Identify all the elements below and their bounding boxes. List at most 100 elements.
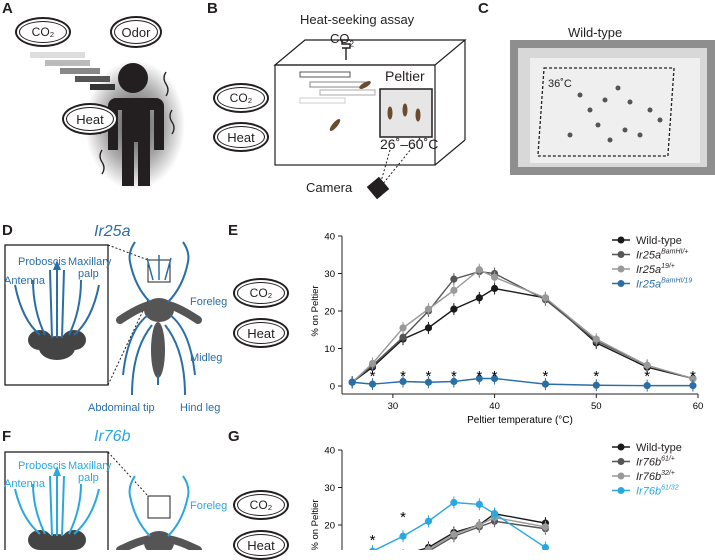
- y-tick-label: 10: [324, 344, 335, 355]
- y-axis-label: % on Peltier: [310, 285, 321, 336]
- plume-bar: [75, 76, 110, 82]
- assay-box-figure: [273, 39, 467, 200]
- significance-star: *: [370, 532, 376, 549]
- co2-inlet-label: CO2: [330, 31, 354, 49]
- plume-bar: [30, 52, 85, 58]
- legend-entry-3: Ir25aBamHI/19: [636, 278, 692, 291]
- plume-bar: [90, 84, 115, 90]
- x-tick-label: 30: [388, 401, 399, 412]
- heat-cue-pill: Heat: [213, 122, 269, 152]
- legend-superscript: BamHI/19: [661, 278, 692, 285]
- y-tick-label: 20: [324, 307, 335, 318]
- significance-star: *: [400, 368, 406, 385]
- plume-bar: [60, 68, 100, 74]
- y-tick-label: 30: [324, 269, 335, 280]
- significance-star: *: [400, 509, 406, 526]
- legend-swatch-dot: [617, 443, 625, 451]
- co2-cue-pill: CO₂: [213, 83, 269, 113]
- data-point: [490, 510, 499, 518]
- data-point: [424, 517, 433, 525]
- legend-entry-2: Ir25a19/+: [636, 263, 675, 276]
- data-point: [399, 324, 407, 332]
- legend-swatch-dot: [617, 458, 625, 465]
- hind-leg-label: Hind leg: [180, 402, 221, 414]
- panel-label-b: B: [207, 0, 218, 17]
- wild-type-title: Wild-type: [568, 25, 623, 40]
- antenna-label: Antenna: [4, 478, 45, 490]
- legend-entry-1: Ir25aBamHI/+: [636, 249, 689, 262]
- data-point: [592, 335, 600, 343]
- proboscis-label: Proboscis: [18, 460, 67, 472]
- legend-superscript: 61/32: [661, 485, 679, 492]
- legend-superscript: 61/+: [661, 456, 675, 463]
- ir76b-anatomy-figure: [4, 451, 202, 550]
- data-point: [541, 543, 550, 550]
- data-point: [475, 266, 483, 274]
- data-point: [399, 377, 407, 386]
- data-point: [399, 333, 407, 341]
- legend-swatch-dot: [617, 265, 625, 273]
- data-point: [475, 294, 483, 302]
- heat-cue-pill: Heat: [233, 530, 289, 560]
- legend-superscript: 32/+: [661, 470, 675, 477]
- camera-label: Camera: [306, 180, 353, 195]
- data-point: [348, 378, 356, 386]
- panel-a-figure: [30, 52, 185, 190]
- significance-star: *: [690, 368, 696, 385]
- y-tick-label: 0: [330, 382, 335, 393]
- data-point: [450, 275, 458, 283]
- panel-label-d: D: [2, 222, 13, 239]
- wild-type-photo: [510, 40, 715, 175]
- co2-cue-pill: CO₂: [233, 490, 289, 520]
- data-point: [424, 305, 433, 313]
- legend-swatch-dot: [617, 280, 625, 287]
- significance-star: *: [426, 368, 432, 385]
- data-point: [368, 380, 377, 388]
- peltier-label: Peltier: [385, 68, 425, 84]
- significance-star: *: [543, 368, 549, 385]
- data-point: [475, 521, 483, 529]
- legend-swatch-dot: [617, 236, 625, 244]
- legend-entry-0: Wild-type: [636, 235, 682, 247]
- legend-superscript: BamHI/+: [661, 249, 688, 256]
- data-point: [475, 500, 483, 508]
- data-point: [490, 273, 499, 281]
- y-axis-label: % on Peltier: [310, 499, 321, 550]
- temperature-range-label: 26˚–60˚C: [380, 136, 439, 152]
- data-point: [369, 547, 376, 550]
- series-line-1: [429, 520, 546, 550]
- person-body: [108, 98, 164, 186]
- data-point: [450, 530, 458, 538]
- data-point: [592, 381, 600, 389]
- y-tick-label: 30: [324, 483, 335, 494]
- significance-star: *: [370, 368, 376, 385]
- foreleg-label: Foreleg: [190, 500, 228, 512]
- data-point: [541, 294, 550, 302]
- legend-entry-3: Ir76b61/32: [636, 485, 679, 498]
- data-point: [399, 532, 407, 540]
- significance-star: *: [476, 368, 482, 385]
- plume-bar: [45, 60, 90, 66]
- data-point: [689, 382, 697, 390]
- palp-label: palp: [78, 268, 99, 280]
- panel-label-f: F: [2, 428, 12, 445]
- maxillary-label: Maxillary: [68, 256, 112, 268]
- data-point: [475, 374, 483, 383]
- data-point: [643, 361, 651, 369]
- data-point: [424, 324, 433, 332]
- person-head: [118, 63, 148, 93]
- temp-36-label: 36˚C: [548, 78, 572, 90]
- data-point: [450, 377, 458, 386]
- significance-star: *: [593, 368, 599, 385]
- proboscis-label: Proboscis: [18, 256, 67, 268]
- panel-label-c: C: [478, 0, 489, 17]
- co2-cue-pill: CO₂: [233, 278, 289, 308]
- data-point: [450, 498, 458, 507]
- data-point: [490, 284, 499, 293]
- data-point: [424, 378, 433, 386]
- data-point: [424, 545, 433, 550]
- significance-star: *: [644, 368, 650, 385]
- legend-swatch-dot: [617, 472, 625, 480]
